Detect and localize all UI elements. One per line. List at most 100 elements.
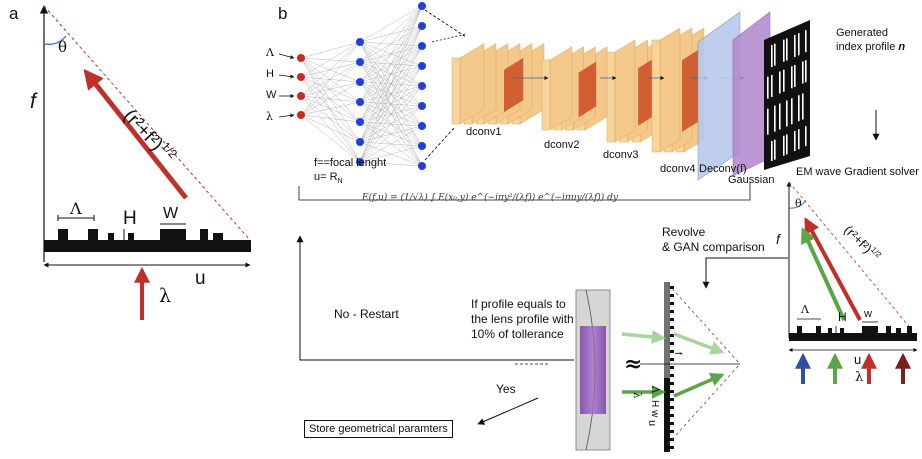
nn-conv-connector-bottom (424, 127, 455, 161)
nn-connection (300, 57, 361, 163)
input-neuron (297, 92, 305, 100)
nn-connection (300, 76, 361, 83)
nn-connection (359, 5, 423, 103)
nn-connection (359, 5, 423, 63)
nn-connection (359, 5, 423, 43)
ray-arrow (83, 68, 188, 200)
hidden-neuron-2 (418, 62, 426, 70)
grating-period-label: Λ (70, 199, 82, 218)
hidden-neuron-2 (418, 42, 426, 50)
hidden-neuron-2 (418, 22, 426, 30)
input-arrows (278, 53, 295, 118)
grating-tick (670, 446, 674, 449)
grating-tick (670, 334, 674, 337)
nn-connection (300, 101, 361, 116)
mini-height-label: H (838, 310, 847, 324)
layer-label-dconv4: dconv4 (660, 163, 696, 175)
grating-tick (670, 414, 674, 417)
index-bar (774, 43, 776, 66)
u-axis-label: u (195, 268, 206, 289)
nn-connection (300, 114, 361, 143)
index-bar (798, 33, 800, 56)
grating-tick (670, 342, 674, 345)
index-bar (794, 34, 796, 57)
nn-connection (300, 61, 361, 97)
revolve-gan-label: Revolve & GAN comparison (662, 225, 765, 254)
hidden-neuron-2 (418, 82, 426, 90)
grating-tick (670, 358, 674, 361)
input-neuron (297, 73, 305, 81)
hidden-neuron-2 (418, 162, 426, 170)
index-bar (771, 74, 773, 97)
flow-lines (296, 110, 880, 425)
tolerance-condition: If profile equals to the lens profile wi… (471, 297, 574, 341)
lens-purple-region (580, 326, 606, 414)
grating-tick (670, 350, 674, 353)
index-bar (794, 130, 796, 151)
comparison-f-label: f (672, 352, 683, 355)
nn-connection (359, 65, 423, 163)
nn-connection (359, 85, 423, 163)
yes-label: Yes (496, 382, 516, 396)
hidden-neuron-2 (418, 142, 426, 150)
index-bar (767, 76, 769, 99)
index-bar (774, 105, 776, 132)
hidden-neuron-1 (356, 98, 364, 106)
index-bar (774, 139, 776, 160)
hidden-neuron-2 (418, 102, 426, 110)
variable-definitions: f==focal lenght u= RN (314, 157, 387, 186)
wavelength-label: λ (159, 285, 172, 307)
comparison-h-label: H (649, 400, 660, 408)
output-label: Generated index profile n (836, 27, 906, 53)
index-bar (783, 69, 785, 92)
grating-tick (670, 406, 674, 409)
nn-connection (300, 61, 361, 116)
grating-tick (670, 366, 674, 369)
mini-focal-label: f (776, 231, 780, 247)
hidden-neuron-1 (356, 158, 364, 166)
nn-connection (300, 76, 361, 143)
input-wavelength-label: λ (266, 110, 273, 123)
index-bar (802, 93, 804, 120)
grating-tick (670, 326, 674, 329)
comparison-w-label: w (649, 410, 660, 418)
input-neuron (297, 111, 305, 119)
layer-label-dconv2: dconv2 (544, 139, 580, 151)
nn-connection (359, 5, 423, 163)
layer-label-dconv1: dconv1 (466, 126, 502, 138)
gaussian-layer (697, 11, 771, 181)
grating-tick (670, 374, 674, 377)
index-bar (798, 95, 800, 122)
comparison-u-label: u (646, 420, 658, 427)
index-bar (783, 135, 785, 156)
nn-connection (300, 57, 361, 83)
nn-connection (300, 76, 361, 123)
panel-a (39, 5, 251, 320)
index-bar (786, 100, 788, 127)
index-bar (779, 103, 781, 130)
generated-index-profile (764, 20, 810, 170)
nn-connection (300, 57, 361, 103)
nn-conv-connector-top (424, 9, 467, 38)
nn-connection (300, 41, 361, 78)
layer-label-deconv-f: Deconv(f) (699, 163, 747, 175)
hidden-neuron-2 (418, 122, 426, 130)
grating-tick (670, 390, 674, 393)
lens-comparison (575, 282, 741, 452)
index-bar (771, 44, 773, 67)
focal-length-label: f (30, 90, 36, 113)
grating-tick (670, 318, 674, 321)
nn-connection (300, 57, 361, 143)
nn-connection (359, 105, 423, 163)
index-bar (791, 66, 793, 89)
deconv-block-1 (451, 43, 545, 125)
nn-connection (359, 145, 423, 163)
nn-connection (300, 81, 361, 97)
theta-arc (43, 35, 67, 45)
comparison-lambda-label: Λ (649, 386, 660, 394)
index-bar (798, 129, 800, 150)
nn-connection (300, 57, 361, 63)
index-bar (805, 60, 807, 83)
nn-connection (300, 95, 361, 143)
